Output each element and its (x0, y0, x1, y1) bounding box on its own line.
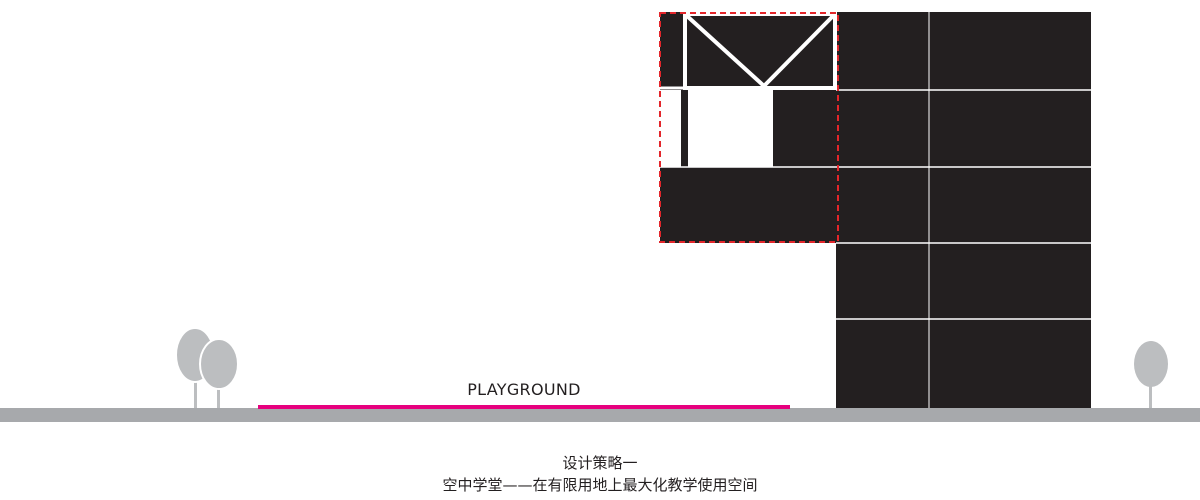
caption-title: 设计策略一 (562, 454, 638, 472)
tree-icon (199, 338, 239, 408)
main-building (836, 12, 1091, 408)
playground-strip (258, 405, 790, 409)
ground-line (0, 408, 1200, 422)
tree-icon (1134, 341, 1168, 408)
sky-classroom-block (660, 12, 837, 243)
playground-label: PLAYGROUND (467, 380, 581, 399)
caption-subtitle: 空中学堂——在有限用地上最大化教学使用空间 (442, 476, 758, 494)
highlight-box (659, 12, 839, 243)
